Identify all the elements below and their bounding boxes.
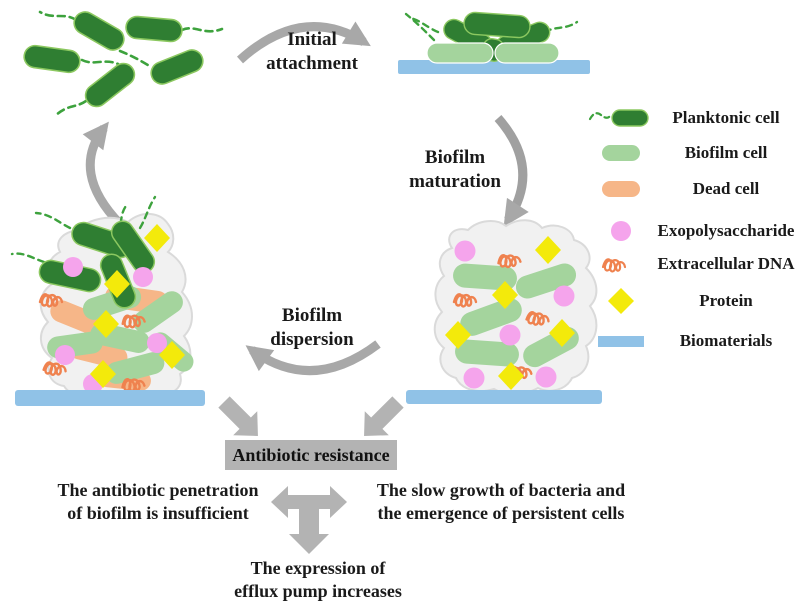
biomaterial-surface-left	[15, 390, 205, 406]
to-resistance-arrow-left	[218, 396, 258, 436]
biofilm-cells	[453, 263, 579, 368]
left-biofilm-group	[10, 195, 205, 406]
legend-label: Exopolysaccharide	[657, 221, 795, 240]
legend-item-biofilm-cell: Biofilm cell	[585, 139, 797, 167]
legend-item-protein: Protein	[585, 287, 797, 315]
legend-label: Extracellular DNA	[657, 254, 795, 273]
flagella	[38, 10, 224, 118]
biofilm-maturation-arrow	[494, 115, 529, 227]
dispersion-return-arrow	[82, 121, 124, 228]
biofilm-dispersion-arrow	[245, 340, 381, 376]
legend-label: Biomaterials	[679, 331, 773, 350]
antibiotic-resistance-box: Antibiotic resistance	[225, 440, 397, 470]
planktonic-cell-icon	[585, 104, 655, 132]
three-way-mechanism-arrow	[271, 486, 347, 554]
legend-item-biomaterials: Biomaterials	[585, 327, 797, 355]
mechanism-efflux-pump-text: The expression of efflux pump increases	[234, 558, 402, 602]
mechanism-slow-growth-text: The slow growth of bacteria and the emer…	[376, 480, 626, 524]
legend-label: Dead cell	[692, 179, 760, 198]
biomaterial-surface-top	[398, 60, 590, 74]
exopolysaccharide-dots	[454, 240, 575, 389]
mechanism-penetration-text: The antibiotic penetration of biofilm is…	[57, 480, 259, 524]
exopolysaccharide-icon	[585, 217, 655, 245]
right-biofilm-group	[406, 219, 602, 404]
legend-item-planktonic-cell: Planktonic cell	[585, 104, 797, 132]
legend-item-exopolysaccharide: Exopolysaccharide	[585, 217, 797, 245]
to-resistance-arrow-right	[364, 396, 404, 436]
initial-attachment-arrow	[236, 21, 371, 64]
legend-label: Biofilm cell	[684, 143, 768, 162]
legend-label: Protein	[699, 291, 753, 310]
biomaterial-surface-right	[406, 390, 602, 404]
biofilm-dispersion-label: Biofilm dispersion	[270, 305, 354, 351]
planktonic-cells-cluster	[23, 10, 224, 118]
legend-item-extracellular-dna: Extracellular DNA	[585, 250, 797, 278]
legend-label: Planktonic cell	[672, 108, 780, 127]
initial-attachment-label: Initial attachment	[266, 29, 358, 75]
extracellular-dna-icon	[585, 250, 655, 278]
dead-cell-icon	[585, 175, 655, 203]
protein-diamonds	[90, 224, 185, 388]
attached-cells-group	[398, 11, 590, 74]
biofilm-cell-icon	[585, 139, 655, 167]
protein-icon	[585, 287, 655, 315]
legend-item-dead-cell: Dead cell	[585, 175, 797, 203]
biofilm-maturation-label: Biofilm maturation	[409, 147, 501, 193]
biomaterials-icon	[585, 327, 655, 355]
protein-diamonds	[445, 236, 575, 390]
